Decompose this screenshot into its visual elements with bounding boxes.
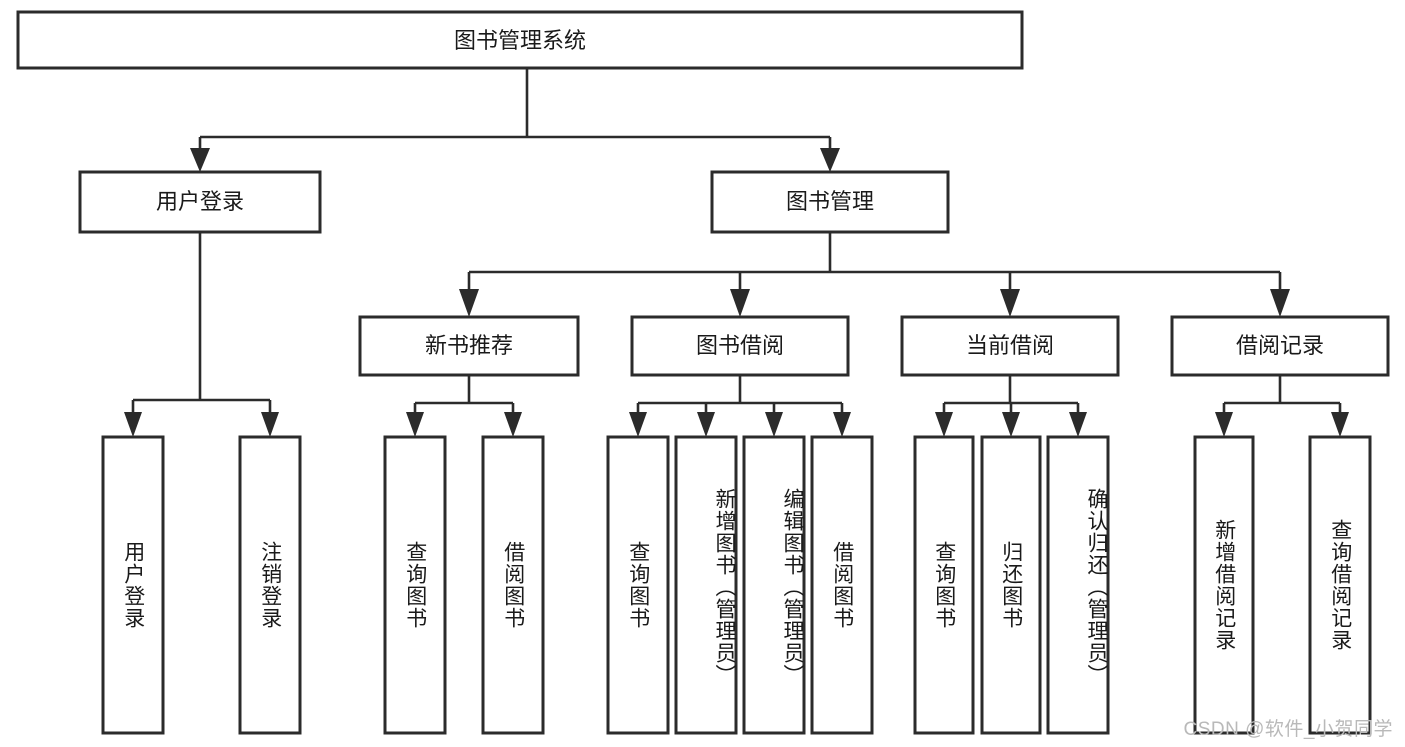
node-book-management-label: 图书管理 bbox=[786, 189, 874, 214]
leaf-query-borrow-record-box[interactable] bbox=[1308, 435, 1372, 735]
node-borrow-record-box[interactable] bbox=[1170, 315, 1390, 377]
leaf-user-login-box[interactable] bbox=[101, 435, 165, 735]
arrow-current-borrow-icon bbox=[1000, 289, 1020, 317]
leaf-add-book-admin-box[interactable] bbox=[674, 435, 738, 735]
node-current-borrow[interactable]: 当前借阅 bbox=[900, 315, 1120, 377]
arrow-leaf-confirm-return-admin-icon bbox=[1069, 412, 1087, 437]
arrow-leaf-user-login-icon bbox=[124, 412, 142, 437]
arrow-book-borrow-icon bbox=[730, 289, 750, 317]
node-user-login-label: 用户登录 bbox=[156, 189, 244, 214]
arrow-leaf-return-book-icon bbox=[1002, 412, 1020, 437]
arrow-leaf-query-borrow-record-icon bbox=[1331, 412, 1349, 437]
arrow-book-management-icon bbox=[820, 148, 840, 172]
node-root-box[interactable] bbox=[16, 10, 1024, 70]
node-root[interactable]: 图书管理系统 bbox=[16, 10, 1024, 70]
leaf-edit-book-admin-box[interactable] bbox=[742, 435, 806, 735]
arrow-leaf-query-book-current-icon bbox=[935, 412, 953, 437]
node-current-borrow-box[interactable] bbox=[900, 315, 1120, 377]
node-current-borrow-label: 当前借阅 bbox=[966, 333, 1054, 358]
leaf-user-logout-box[interactable] bbox=[238, 435, 302, 735]
arrow-leaf-query-book-recommend-icon bbox=[406, 412, 424, 437]
arrow-leaf-user-logout-icon bbox=[261, 412, 279, 437]
node-user-login[interactable]: 用户登录 bbox=[78, 170, 322, 234]
node-borrow-record-label: 借阅记录 bbox=[1236, 333, 1324, 358]
leaf-borrow-book-box[interactable] bbox=[810, 435, 874, 735]
leaf-borrow-book-recommend-box[interactable] bbox=[481, 435, 545, 735]
connector-layer bbox=[124, 68, 1349, 437]
leaf-query-book-recommend-box[interactable] bbox=[383, 435, 447, 735]
node-user-login-box[interactable] bbox=[78, 170, 322, 234]
leaf-add-borrow-record-box[interactable] bbox=[1193, 435, 1255, 735]
leaf-return-book-box[interactable] bbox=[980, 435, 1042, 735]
arrow-leaf-query-book-borrow-icon bbox=[629, 412, 647, 437]
node-new-book-recommend-box[interactable] bbox=[358, 315, 580, 377]
arrow-user-login-icon bbox=[190, 148, 210, 172]
arrow-leaf-borrow-book-recommend-icon bbox=[504, 412, 522, 437]
node-book-management-box[interactable] bbox=[710, 170, 950, 234]
node-book-borrow-box[interactable] bbox=[630, 315, 850, 377]
arrow-leaf-add-book-admin-icon bbox=[697, 412, 715, 437]
node-new-book-recommend-label: 新书推荐 bbox=[425, 333, 513, 358]
leaf-confirm-return-admin-box[interactable] bbox=[1046, 435, 1110, 735]
node-book-borrow-label: 图书借阅 bbox=[696, 333, 784, 358]
arrow-leaf-add-borrow-record-icon bbox=[1215, 412, 1233, 437]
leaf-query-book-current-box[interactable] bbox=[913, 435, 975, 735]
node-root-label: 图书管理系统 bbox=[454, 28, 586, 53]
arrow-borrow-record-icon bbox=[1270, 289, 1290, 317]
node-new-book-recommend[interactable]: 新书推荐 bbox=[358, 315, 580, 377]
arrow-new-book-recommend-icon bbox=[459, 289, 479, 317]
node-book-management[interactable]: 图书管理 bbox=[710, 170, 950, 234]
leaf-box-layer bbox=[101, 435, 1372, 735]
node-book-borrow[interactable]: 图书借阅 bbox=[630, 315, 850, 377]
node-borrow-record[interactable]: 借阅记录 bbox=[1170, 315, 1390, 377]
arrow-leaf-edit-book-admin-icon bbox=[765, 412, 783, 437]
arrow-leaf-borrow-book-icon bbox=[833, 412, 851, 437]
leaf-query-book-borrow-box[interactable] bbox=[606, 435, 670, 735]
